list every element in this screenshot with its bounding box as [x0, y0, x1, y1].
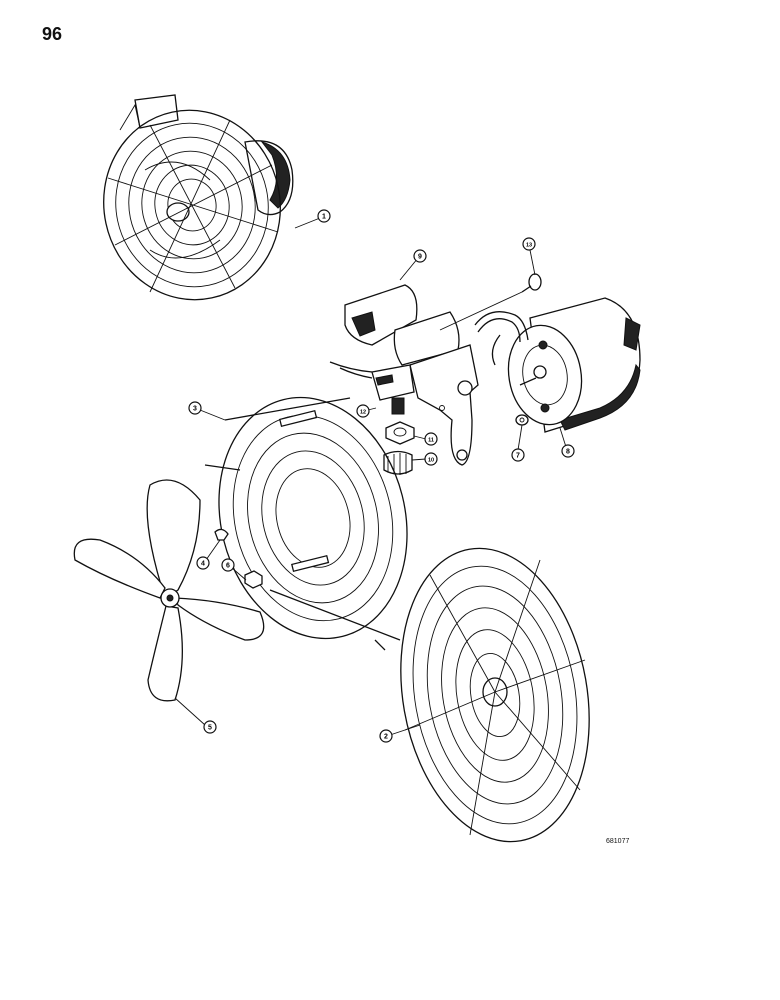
- assembled-fan-illustration: [103, 94, 294, 301]
- callout-1-label: 1: [322, 214, 326, 221]
- small-screw-illustration: [214, 528, 263, 589]
- callout-10-label: 10: [428, 458, 434, 464]
- callout-5: 5: [203, 720, 217, 734]
- callout-3-label: 3: [193, 406, 197, 413]
- screw-illustration: [439, 273, 542, 331]
- callout-9-label: 9: [418, 254, 422, 261]
- callout-13-label: 13: [526, 243, 532, 249]
- callout-8-label: 8: [566, 449, 570, 456]
- page-number: 96: [42, 24, 63, 44]
- rear-guard-illustration: [204, 396, 408, 651]
- callout-9: 9: [413, 249, 427, 263]
- callout-5-label: 5: [208, 725, 212, 732]
- callout-6: 6: [221, 558, 235, 572]
- callout-7-label: 7: [516, 453, 520, 460]
- callout-4: 4: [196, 556, 210, 570]
- motor-illustration: [474, 297, 641, 433]
- callout-2-label: 2: [384, 734, 388, 741]
- callout-11-label: 11: [428, 438, 434, 444]
- figure-code: 681077: [606, 838, 630, 845]
- switch-illustration: [371, 364, 415, 415]
- washer-illustration: [515, 414, 529, 426]
- callout-4-label: 4: [201, 561, 205, 568]
- callout-11: 11: [424, 432, 438, 446]
- callout-10: 10: [424, 452, 438, 466]
- callout-8: 8: [561, 444, 575, 458]
- callout-3: 3: [188, 401, 202, 415]
- callout-2: 2: [379, 729, 393, 743]
- nut-and-knob-illustration: [383, 421, 415, 475]
- callout-12: 12: [356, 404, 370, 418]
- front-guard-illustration: [400, 547, 590, 843]
- callout-7: 7: [511, 448, 525, 462]
- callout-12-label: 12: [360, 410, 366, 416]
- leader-lines: [174, 217, 567, 736]
- callout-6-label: 6: [226, 563, 230, 570]
- callout-13: 13: [522, 237, 536, 251]
- fan-blade-illustration: [73, 479, 265, 702]
- callout-1: 1: [317, 209, 331, 223]
- motor-bracket-illustration: [329, 284, 479, 466]
